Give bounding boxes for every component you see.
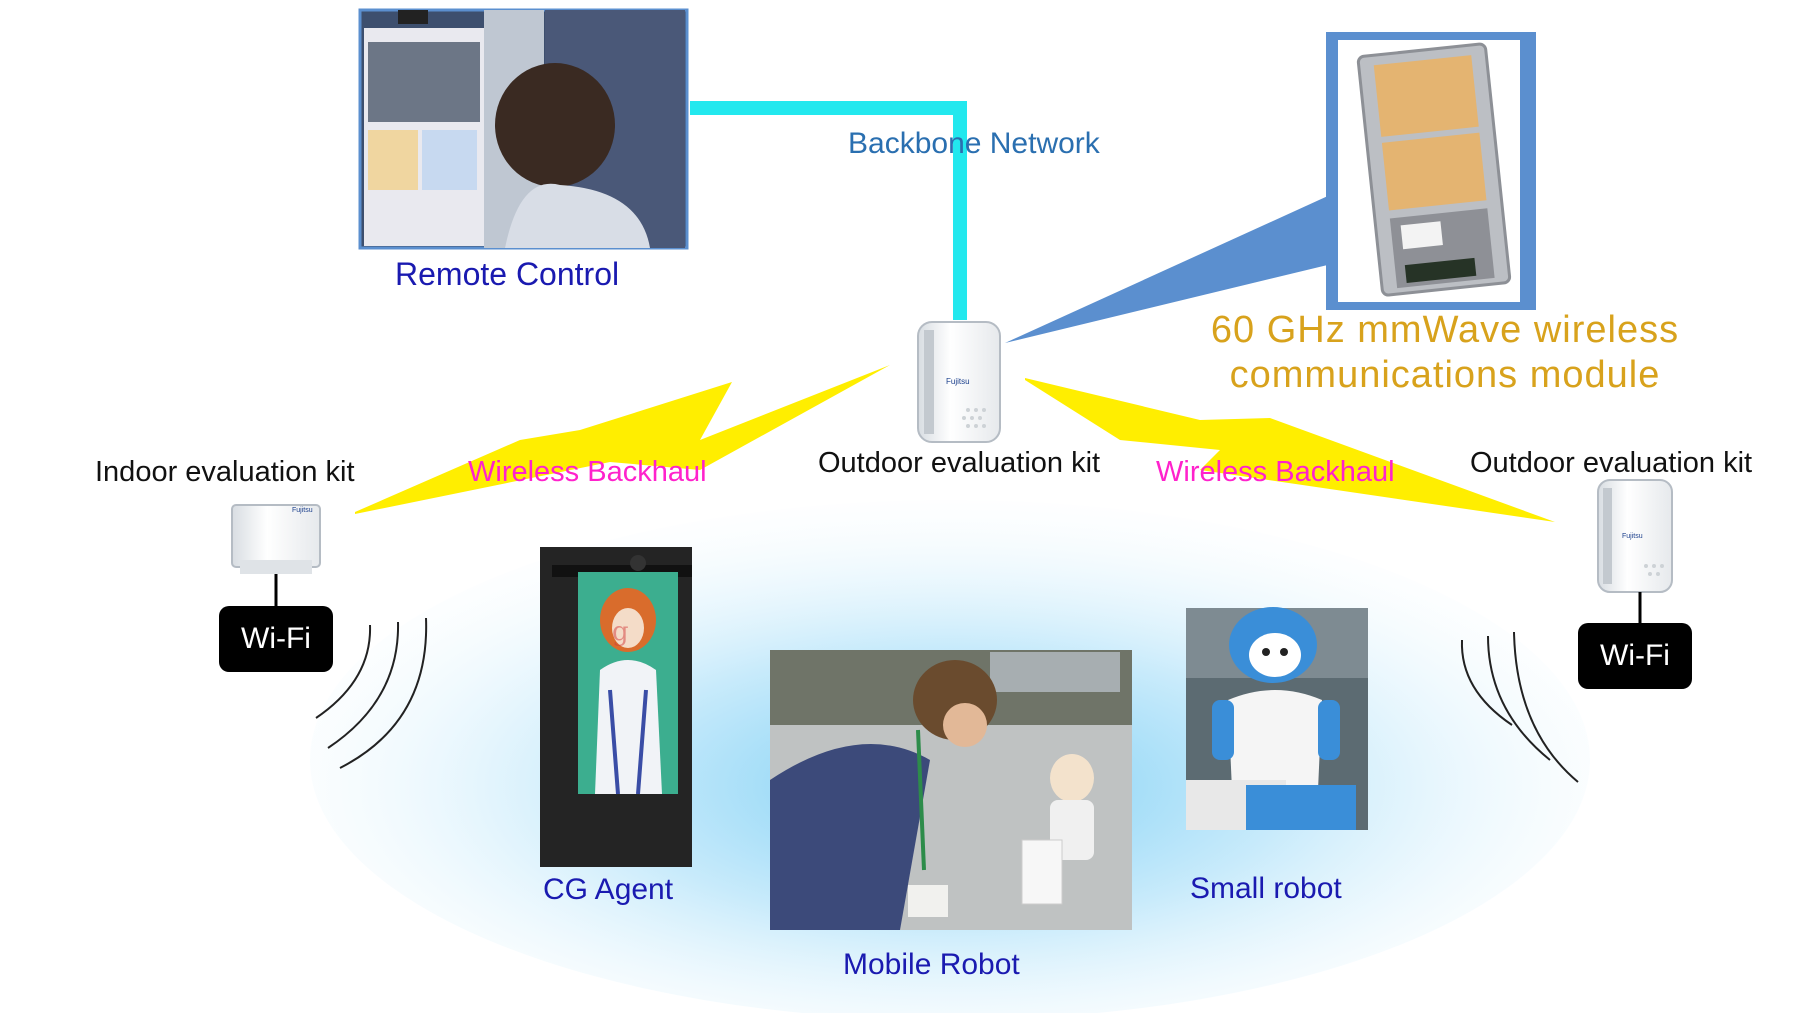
module-label-line1: 60 GHz mmWave wireless: [1210, 308, 1680, 353]
svg-text:g: g: [612, 617, 629, 647]
wireless-backhaul-left-bolt: [355, 365, 890, 514]
indoor-kit-device: Fujitsu: [232, 505, 320, 608]
outdoor-kit-center-label: Outdoor evaluation kit: [818, 449, 1100, 478]
small-robot-photo: [1186, 607, 1368, 830]
svg-text:Fujitsu: Fujitsu: [946, 377, 970, 386]
mmwave-module-photo: [1326, 32, 1536, 310]
module-label-line2: communications module: [1210, 353, 1680, 398]
small-robot-label: Small robot: [1190, 874, 1342, 904]
cg-agent-label: CG Agent: [543, 875, 673, 905]
wifi-badge-right: Wi-Fi: [1578, 623, 1692, 689]
wifi-badge-left: Wi-Fi: [219, 606, 333, 672]
indoor-kit-label: Indoor evaluation kit: [95, 458, 355, 487]
mobile-robot-photo: [770, 650, 1132, 930]
mobile-robot-label: Mobile Robot: [843, 950, 1020, 980]
wireless-backhaul-right-label: Wireless Backhaul: [1156, 458, 1395, 487]
cg-agent-kiosk-photo: g: [540, 547, 692, 867]
svg-text:Fujitsu: Fujitsu: [292, 507, 313, 514]
outdoor-kit-right-device: Fujitsu: [1598, 480, 1672, 625]
svg-text:Fujitsu: Fujitsu: [1622, 533, 1643, 540]
outdoor-kit-center-device: Fujitsu: [918, 322, 1000, 442]
wireless-backhaul-left-label: Wireless Backhaul: [468, 458, 707, 487]
remote-control-label: Remote Control: [395, 258, 619, 290]
remote-control-photo: [360, 10, 687, 248]
backbone-network-label: Backbone Network: [848, 129, 1100, 159]
outdoor-kit-right-label: Outdoor evaluation kit: [1470, 449, 1752, 478]
